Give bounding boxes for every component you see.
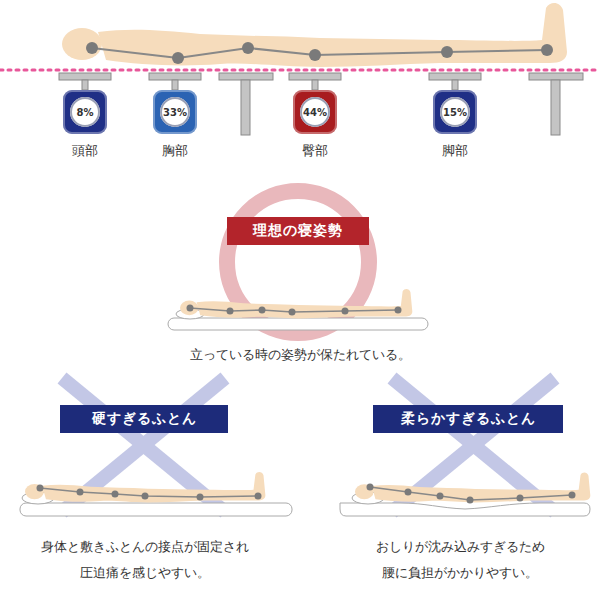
caption-note: 身体と敷きふとんの接点が固定され 圧迫痛を感じやすい。 (38, 534, 252, 586)
part-name: 脚部 (413, 142, 497, 160)
joint-dots (37, 485, 262, 501)
body-figure (62, 3, 567, 67)
gauge-box: 44%臀部 (293, 90, 337, 134)
body-figure (180, 289, 412, 318)
skeleton-line (40, 488, 258, 497)
gauge-dial: 33% (160, 97, 190, 127)
gauge-box: 33%胸部 (153, 90, 197, 134)
support-plates (59, 73, 583, 135)
gauge-dial: 44% (300, 97, 330, 127)
mattress (340, 503, 590, 516)
heading-band: 理想の寝姿勢 (227, 217, 369, 245)
heading-text: 硬すぎるふとん (92, 410, 197, 428)
percent-value: 15% (443, 107, 467, 118)
part-name: 頭部 (43, 142, 127, 160)
heading-text: 柔らかすぎるふとん (401, 410, 536, 428)
percent-value: 33% (163, 107, 187, 118)
caption-note: 立っている時の姿勢が保たれている。 (150, 342, 450, 368)
joint-dots (86, 42, 553, 64)
caption-note: おしりが沈み込みすぎるため 腰に負担がかかりやすい。 (371, 534, 549, 586)
heading-text: 理想の寝姿勢 (253, 222, 343, 240)
heading-band: 硬すぎるふとん (60, 405, 228, 433)
gauge-dial: 15% (440, 97, 470, 127)
gauge-box: 15%脚部 (433, 90, 477, 134)
mattress (168, 318, 428, 330)
percent-value: 44% (303, 107, 327, 118)
joint-dots (367, 484, 576, 504)
gauge-box: 8%頭部 (63, 90, 107, 134)
gauge-dial: 8% (70, 97, 100, 127)
part-name: 臀部 (273, 142, 357, 160)
percent-value: 8% (77, 107, 94, 118)
mattress (20, 503, 292, 516)
joint-dots (187, 305, 402, 316)
pink-dotted-line (0, 69, 600, 72)
part-name: 胸部 (133, 142, 217, 160)
heading-band: 柔らかすぎるふとん (373, 405, 563, 433)
body-figure (25, 472, 265, 502)
